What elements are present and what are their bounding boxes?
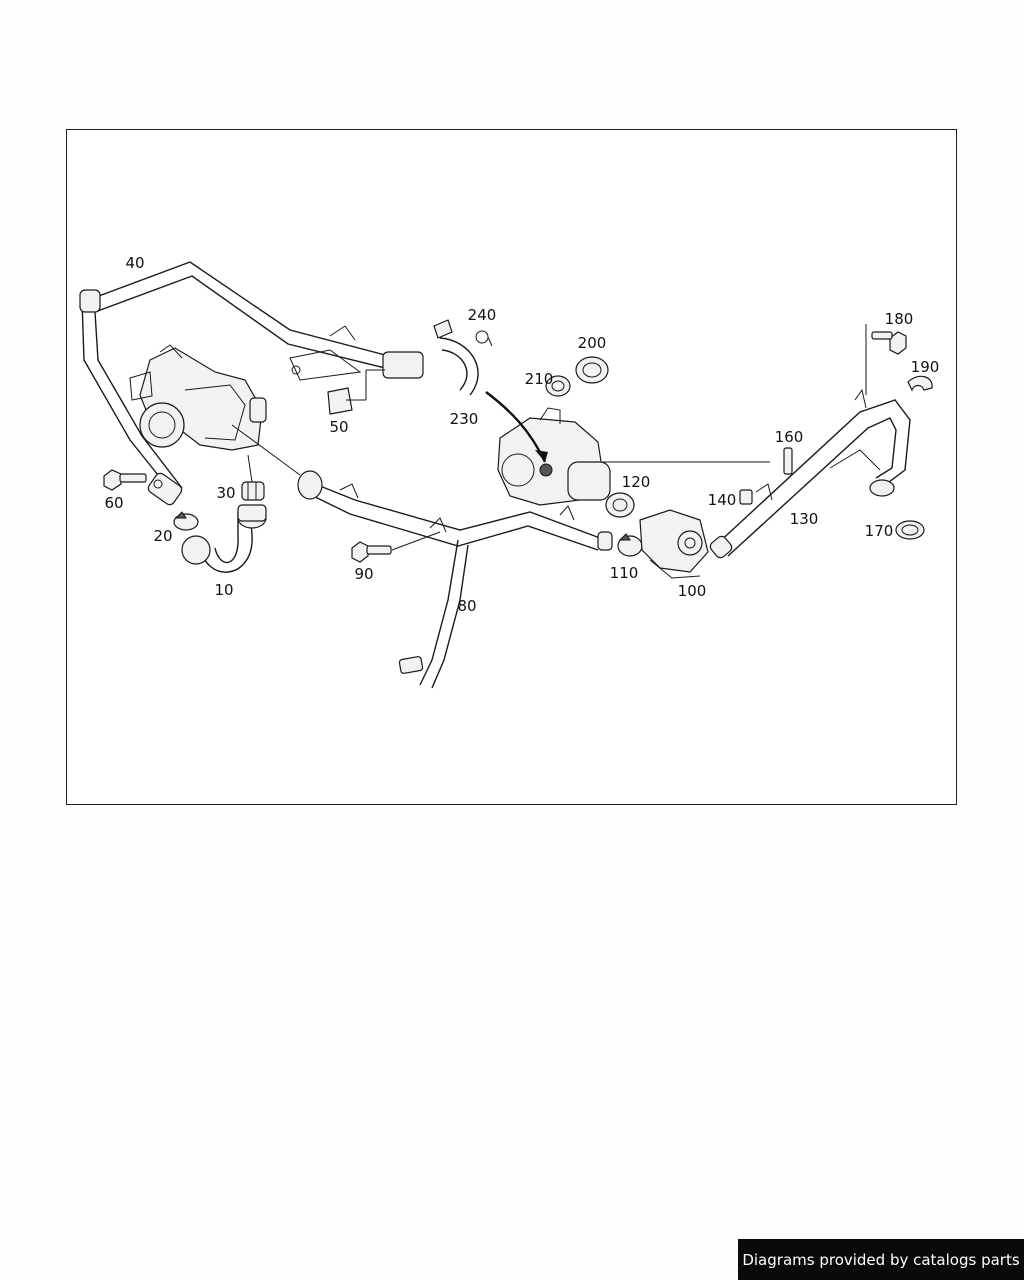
o-ring-240 <box>475 330 493 347</box>
coolant-hose-10 <box>181 504 267 573</box>
label-20: 20 <box>153 527 172 545</box>
clip-190 <box>907 375 933 392</box>
coolant-hose-230 <box>433 319 548 463</box>
bolt-60 <box>103 469 147 491</box>
label-140: 140 <box>708 491 737 509</box>
hose-clamp-20 <box>173 511 199 531</box>
coolant-pipe-40 <box>79 261 424 506</box>
credit-banner: Diagrams provided by catalogs parts <box>738 1239 1024 1280</box>
valve-100 <box>639 509 709 579</box>
label-50: 50 <box>329 418 348 436</box>
clip-160 <box>783 447 793 475</box>
label-10: 10 <box>214 581 233 599</box>
label-100: 100 <box>678 582 707 600</box>
seal-ring-210 <box>545 375 571 397</box>
label-160: 160 <box>775 428 804 446</box>
coolant-pipe-80 <box>297 470 613 689</box>
thermostat-housing-center <box>497 407 770 506</box>
label-190: 190 <box>911 358 940 376</box>
bracket-140 <box>739 483 773 505</box>
label-230: 230 <box>450 410 479 428</box>
label-210: 210 <box>525 370 554 388</box>
label-170: 170 <box>865 522 894 540</box>
label-40: 40 <box>125 254 144 272</box>
label-240: 240 <box>468 306 497 324</box>
bolt-180 <box>865 324 907 395</box>
part-labels: 40 50 60 30 20 10 90 80 240 230 210 200 … <box>104 254 939 615</box>
bracket-clip-50 <box>327 369 385 415</box>
hose-clamp-120 <box>605 492 635 518</box>
label-60: 60 <box>104 494 123 512</box>
flange-200 <box>575 356 609 384</box>
label-130: 130 <box>790 510 819 528</box>
label-180: 180 <box>885 310 914 328</box>
hose-clamp-110 <box>617 533 643 557</box>
label-110: 110 <box>610 564 639 582</box>
thermostat-housing-left <box>129 344 301 476</box>
coolant-pipe-130 <box>709 388 911 559</box>
label-80: 80 <box>457 597 476 615</box>
label-120: 120 <box>622 473 651 491</box>
bolt-90 <box>351 531 441 563</box>
label-200: 200 <box>578 334 607 352</box>
hose-clamp-170 <box>869 479 925 540</box>
hose-clamp-30 <box>241 454 265 501</box>
label-30: 30 <box>216 484 235 502</box>
label-90: 90 <box>354 565 373 583</box>
